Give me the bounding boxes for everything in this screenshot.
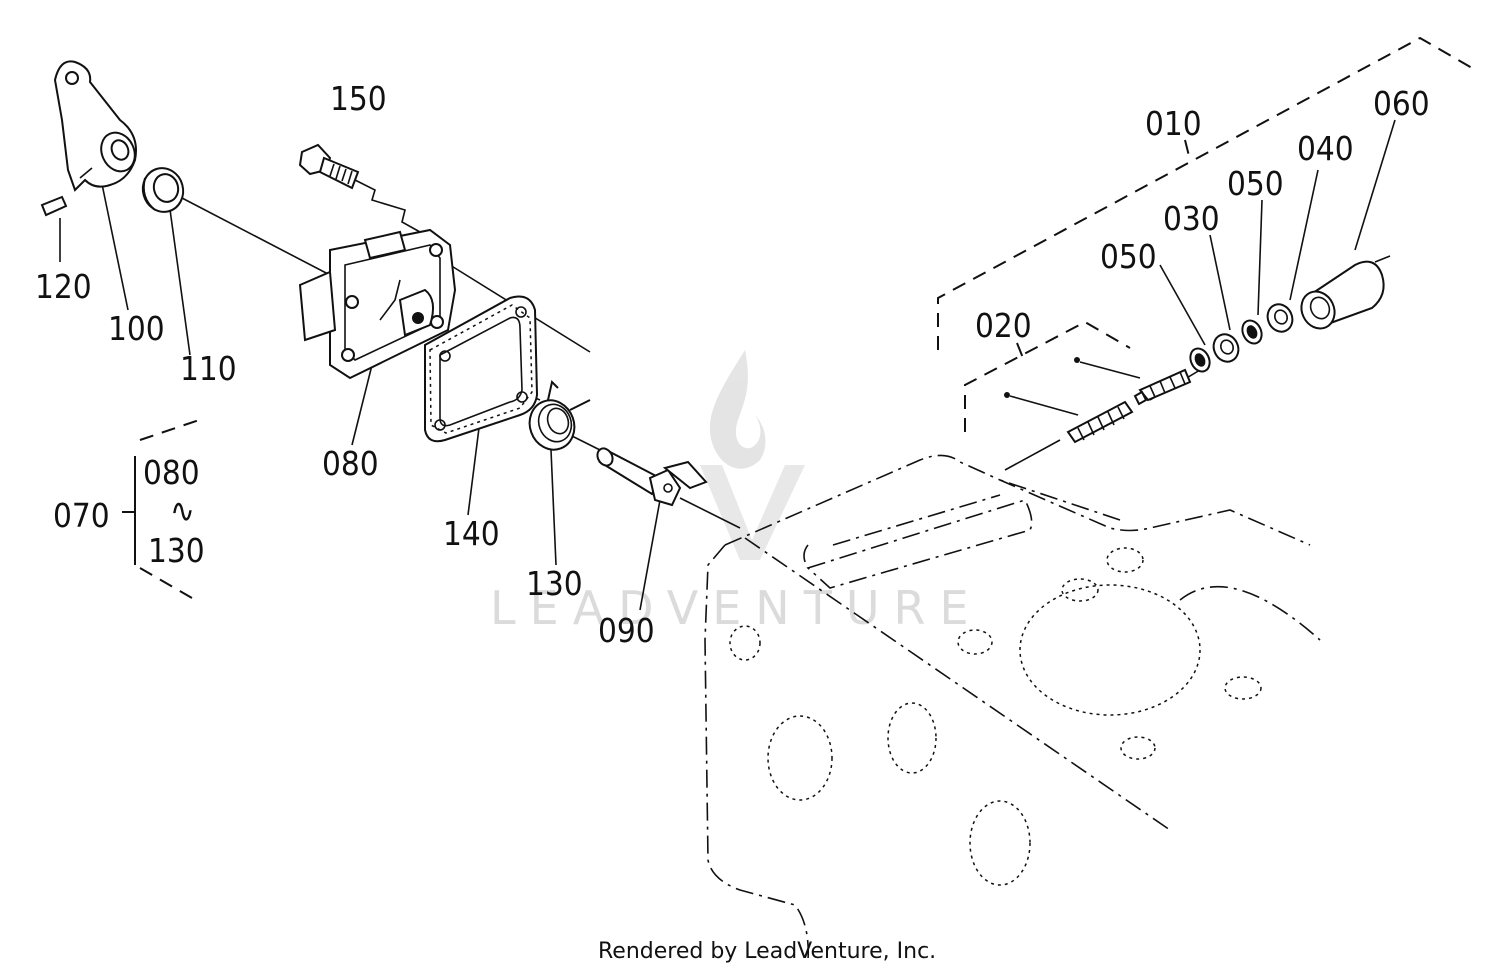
labels: 150 120 100 110 080 140 130 090 070 080 … [35,79,1430,650]
part-150-bolt [298,143,360,190]
label-060: 060 [1373,84,1430,123]
label-150: 150 [330,79,387,118]
watermark-text: LEADVENTURE [490,581,983,635]
footer-credit: Rendered by LeadVenture, Inc. [598,939,936,964]
part-030-nut [1212,333,1240,363]
label-110: 110 [180,349,237,388]
label-050-a: 050 [1100,237,1157,276]
label-050-b: 050 [1227,164,1284,203]
bracket-070-top [139,417,206,441]
label-080: 080 [322,444,379,483]
label-030: 030 [1163,199,1220,238]
watermark: LEADVENTURE [490,350,983,635]
part-060-cap [1300,260,1385,330]
part-120-pin [40,195,68,217]
label-130: 130 [526,564,583,603]
part-020-springs [1066,368,1192,444]
label-020: 020 [975,306,1032,345]
part-130-spring [528,380,591,451]
leader-lines [59,119,1396,611]
label-090: 090 [598,611,655,650]
label-070-range-end: 130 [148,531,205,570]
part-100-lever [53,60,137,192]
bracket-070-bottom [139,567,193,599]
label-010: 010 [1145,104,1202,143]
part-050-washer-b [1241,319,1263,345]
label-120: 120 [35,267,92,306]
label-070-range-sep: ∿ [170,491,195,530]
label-040: 040 [1297,129,1354,168]
label-070: 070 [53,496,110,535]
watermark-flame-icon [709,350,766,469]
part-090-shaft [596,447,708,507]
part-110-seal [141,167,185,213]
watermark-v-icon [700,465,805,560]
label-070-range-start: 080 [143,453,200,492]
part-140-gasket [424,295,539,443]
engine-block [704,454,1321,961]
part-040-nut [1266,303,1294,333]
bracket-010 [937,36,1473,350]
group-brackets [122,36,1473,599]
part-050-washer-a [1189,347,1211,373]
label-140: 140 [443,514,500,553]
bracket-020 [964,320,1131,432]
label-100: 100 [108,309,165,348]
part-080-cover [298,228,457,380]
